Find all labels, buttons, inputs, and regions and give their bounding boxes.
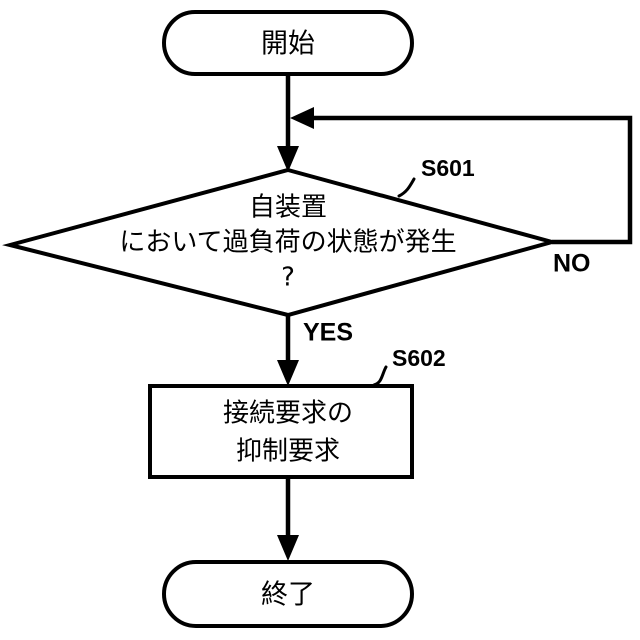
node-decision-label-line1: 自装置 (249, 193, 327, 223)
node-process-label-line2: 抑制要求 (236, 437, 340, 467)
edge-process-to-end-arrowhead (277, 535, 299, 561)
node-process-label-line1: 接続要求の (223, 399, 353, 429)
node-end-label: 終了 (261, 580, 315, 611)
node-start[interactable]: 開始 (162, 10, 414, 76)
edge-label-no: NO (553, 250, 591, 278)
node-start-label: 開始 (261, 29, 315, 60)
step-label-s601: S601 (397, 155, 475, 198)
step-label-s602-leader (372, 365, 388, 387)
step-label-s601-text: S601 (421, 155, 475, 181)
node-start-shape (162, 10, 414, 76)
node-decision-label-line2: において過負荷の状態が発生 (119, 228, 456, 258)
edge-no-feedback-loop (290, 107, 633, 245)
edge-decision-to-process-arrowhead (277, 360, 299, 386)
edge-start-to-decision (277, 75, 299, 172)
edge-label-yes: YES (303, 319, 353, 347)
node-end-shape (162, 560, 414, 628)
step-label-s602: S602 (372, 345, 446, 387)
step-label-s602-text: S602 (392, 345, 446, 371)
node-decision-shape (2, 167, 560, 318)
edge-no-feedback-loop-path (305, 115, 633, 245)
node-process-shape (148, 384, 414, 479)
edge-start-to-decision-arrowhead (277, 146, 299, 172)
edge-no-feedback-loop-arrowhead (290, 107, 314, 129)
node-decision[interactable]: 自装置 において過負荷の状態が発生 ? (2, 167, 560, 318)
node-end[interactable]: 終了 (162, 560, 414, 628)
node-decision-label-line3: ? (281, 263, 295, 293)
edge-process-to-end (277, 477, 299, 561)
node-process[interactable]: 接続要求の 抑制要求 (148, 384, 414, 479)
step-label-s601-leader (397, 177, 416, 198)
edge-decision-to-process (277, 315, 299, 386)
